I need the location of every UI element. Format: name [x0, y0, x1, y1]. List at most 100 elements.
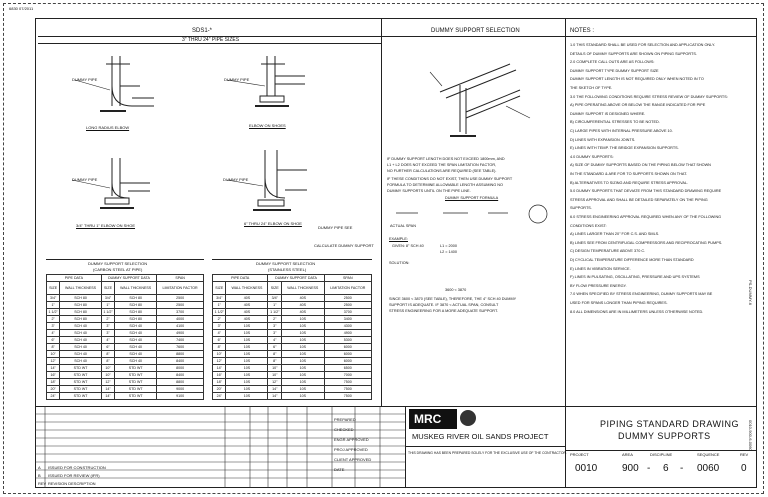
table-cell: 3" [100, 322, 116, 330]
table-cell: 10" [267, 364, 283, 372]
sketch1-caption: LONG RADIUS ELBOW [86, 125, 130, 130]
table-cell: STD WT [114, 364, 158, 372]
table-cell: 10S [281, 357, 325, 365]
label-sequence: SEQUENCE [697, 452, 720, 457]
note-line: DETAILS OF DUMMY SUPPORTS ARE SHOWN ON P… [570, 51, 697, 56]
table-cell: 1 1/2" [100, 308, 116, 316]
title-block-top [35, 406, 757, 407]
table-cell: 10S [281, 343, 325, 351]
table-cell: SCH 40 [114, 322, 158, 330]
section-title: SDS1-* [192, 28, 213, 34]
label-project: PROJECT [570, 452, 589, 457]
table1-col-dwall: WALL THICKNESS [114, 281, 158, 295]
table-cell: 2500 [156, 294, 204, 302]
table-cell: 10S [281, 371, 325, 379]
side-code: PS-DUMMY-6 [748, 280, 753, 305]
sketch-elbow-on-shoes [226, 56, 305, 107]
tb-project-line [405, 446, 565, 447]
formula-actual-span: ACTUAL SPAN [390, 224, 416, 228]
table-cell: 3400 [323, 315, 373, 323]
table-cell: 4300 [323, 322, 373, 330]
table-cell: SCH 40 [114, 329, 158, 337]
table-cell: 10" [100, 364, 116, 372]
table-cell: 9000 [156, 385, 204, 393]
table-cell: SCH 80 [59, 294, 102, 302]
table-cell: 1" [100, 301, 116, 309]
table-cell: 7600 [156, 343, 204, 351]
table-cell: STD WT [114, 378, 158, 386]
table-cell: 8" [45, 343, 61, 351]
table-cell: 12" [267, 378, 283, 386]
table-cell: 14" [211, 364, 227, 372]
note-line: 8.0 ALL DIMENSIONS ARE IN MILLIMETERS UN… [570, 309, 704, 314]
note-line: USED FOR SPANS LONGER THAN PIPING REQUIR… [570, 301, 668, 305]
table-cell: 10S [225, 343, 269, 351]
divider-center-notes [565, 18, 566, 406]
table-cell: 10S [281, 385, 325, 393]
note-line: DUMMY SUPPORT TYPE DUMMY SUPPORT SIZE [570, 68, 659, 73]
note-line: 3.0 THE FOLLOWING CONDITIONS REQUIRE STR… [570, 94, 728, 99]
note-line: E) LINES IN VIBRATION SERVICE. [570, 266, 631, 271]
table-cell: 2" [267, 315, 283, 323]
sketch3-caption: 3/4" THRU 1" ELBOW ON SHOE [76, 223, 136, 228]
table-cell: SCH 40 [59, 357, 102, 365]
section-header [38, 20, 381, 44]
table-cell: 10S [225, 371, 269, 379]
drawing-title-1: PIPING STANDARD DRAWING [600, 419, 740, 429]
center-cond-1: IF DUMMY SUPPORT LENGTH DOES NOT EXCEED … [387, 157, 505, 161]
value-sequence: 0060 [697, 463, 720, 474]
dash-1: - [647, 463, 651, 474]
table-cell: 14" [267, 392, 283, 400]
table-cell: 8" [100, 357, 116, 365]
example-l1: L1 = 2000 [440, 244, 457, 248]
table-cell: SCH 80 [59, 301, 102, 309]
section-header-divider [38, 36, 381, 37]
center-cond-5: FORMULA TO DETERMINE ALLOWABLE LENGTH AS… [387, 183, 503, 187]
note-line: 5.0 DUMMY SUPPORTS THAT DEVIATE FROM THI… [570, 189, 722, 194]
table-cell: SCH 40 [59, 329, 102, 337]
project-name: MUSKEG RIVER OIL SANDS PROJECT [412, 432, 549, 441]
tb-divider-1 [405, 406, 406, 488]
table-cell: SCH 40 [114, 357, 158, 365]
rev-a-no: A [38, 465, 41, 470]
table-cell: 16" [211, 371, 227, 379]
table-cell: 10S [225, 322, 269, 330]
table-cell: 3/4" [267, 294, 283, 302]
notes-title: NOTES : [570, 28, 595, 34]
sign-prepared: PREPARED [334, 417, 356, 422]
table-cell: 1" [267, 301, 283, 309]
table2-col-dwall: WALL THICKNESS [281, 281, 325, 295]
table1-group-dummy: DUMMY SUPPORT DATA [100, 274, 158, 282]
table1-col-dsize: SIZE [100, 281, 116, 295]
table-cell: 12" [100, 378, 116, 386]
table-cell: 8" [211, 343, 227, 351]
table-cell: STD WT [59, 385, 102, 393]
table-cell: 3" [211, 322, 227, 330]
center-cond-4: IF THESE CONDITIONS DO NOT EXIST, THEN U… [387, 177, 513, 181]
note-line: DUMMY SUPPORT LENGTH IS NOT REQUIRED ONL… [570, 77, 704, 82]
value-discipline: 6 [663, 463, 669, 474]
table2-group-dummy: DUMMY SUPPORT DATA [267, 274, 325, 282]
table-cell: 24" [45, 392, 61, 400]
table-cell: 8800 [156, 378, 204, 386]
sign-client-approved: CLIENT APPROVED [334, 457, 372, 462]
table-cell: 6500 [323, 364, 373, 372]
note-line: D) LINES WITH EXPANSION JOINTS. [570, 137, 636, 142]
sign-proj-approved: PROJ APPROVED [334, 447, 368, 452]
table-cell: 8400 [156, 371, 204, 379]
table-cell: 10S [225, 385, 269, 393]
closing-2: SUPPORT IS ADEQUATE. IF 3870 < ACTUAL SP… [389, 303, 499, 307]
note-line: 4.0 DUMMY SUPPORTS: [570, 154, 614, 159]
